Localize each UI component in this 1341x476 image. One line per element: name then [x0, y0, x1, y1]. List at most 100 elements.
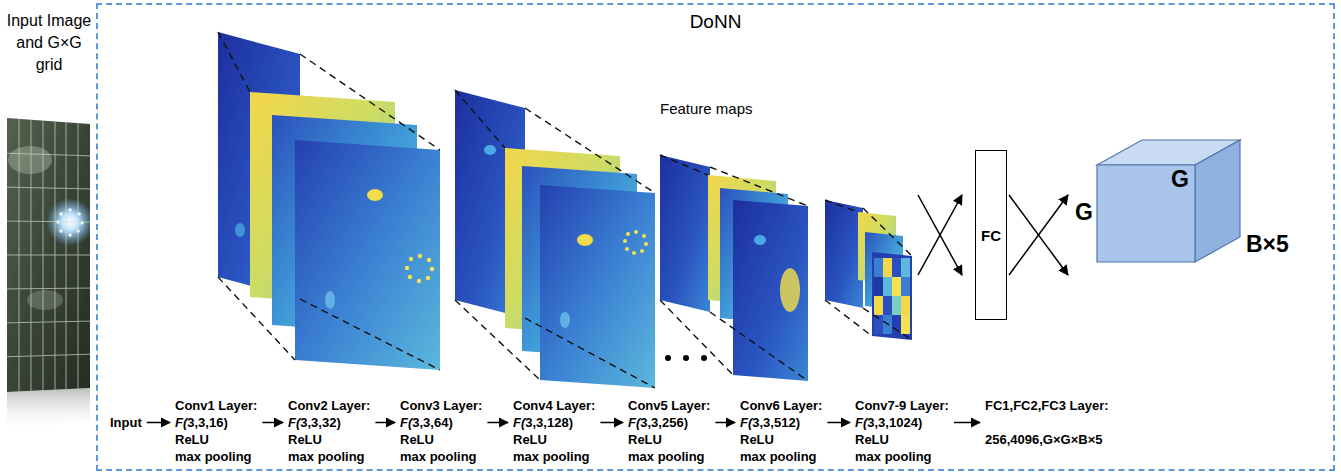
node-text: max pooling [628, 448, 710, 465]
feature-map-stack-4 [863, 208, 912, 256]
feature-map-stack-1 [367, 189, 383, 201]
feature-map-stack-1 [418, 254, 422, 258]
feature-map-stack-4 [901, 296, 910, 315]
input-image [56, 208, 84, 237]
feature-map-stack-3 [710, 312, 808, 381]
conv-layer-spec: Conv2 Layer:F(3,3,32)ReLUmax pooling [288, 397, 370, 465]
input-image [59, 229, 63, 233]
input-image [0, 288, 95, 289]
cube-side-face [1195, 140, 1240, 262]
node-text: 256,4096,G×G×B×5 [985, 431, 1109, 448]
feature-map-stack-4 [874, 296, 883, 315]
node-text: ReLU [513, 431, 595, 448]
node-text: Conv5 Layer: [628, 397, 710, 414]
node-text: FC1,FC2,FC3 Layer: [985, 397, 1109, 414]
feature-map-stack-1 [430, 267, 434, 271]
node-text: max pooling [513, 448, 595, 465]
input-image [0, 321, 95, 323]
ellipsis-dots [665, 355, 671, 361]
full-connection-symbol [918, 195, 962, 275]
flow-arrow [715, 422, 735, 423]
node-text: Input [110, 414, 142, 431]
node-text: max pooling [288, 448, 370, 465]
feature-map-stack-1 [295, 140, 440, 370]
feature-map-stack-1 [235, 223, 245, 237]
feature-map-stack-4 [825, 200, 863, 308]
flow-arrow [827, 422, 850, 423]
feature-map-stack-1 [408, 275, 412, 279]
flow-arrow [147, 422, 170, 423]
feature-map-stack-1 [417, 279, 421, 283]
feature-map-stack-4 [872, 252, 912, 340]
node-text: F(3,3,512) [740, 414, 822, 431]
feature-map-stack-4 [901, 277, 910, 296]
connector-line [954, 422, 980, 424]
feature-map-stack-2 [634, 230, 638, 234]
input-image [7, 388, 90, 432]
node-text: F(3,3,64) [400, 414, 482, 431]
input-image [0, 354, 95, 357]
feature-map-stack-4 [825, 200, 912, 340]
node-text: DoNN [98, 5, 1333, 33]
node-text: max pooling [400, 448, 482, 465]
conv-layer-spec: Conv5 Layer:F(3,3,256)ReLUmax pooling [628, 397, 710, 465]
node-text: max pooling [855, 448, 949, 465]
network-frame: DoNNFCGGB×5InputConv1 Layer:F(3,3,16)ReL… [96, 3, 1335, 471]
feature-map-stack-4 [863, 308, 912, 340]
input-image [8, 146, 52, 174]
feature-map-stack-3 [780, 268, 800, 312]
flow-arrow [375, 422, 395, 423]
conv-layer-spec: Conv7-9 Layer:F(3,3,1024)ReLUmax pooling [855, 397, 949, 465]
ellipsis-dots [683, 355, 689, 361]
node-text: F(3,3,16) [175, 414, 257, 431]
input-caption: Input Image and G×G grid [2, 10, 96, 76]
input-image [27, 290, 63, 310]
feature-map-stack-4 [825, 200, 912, 340]
feature-map-stack-2 [525, 108, 655, 193]
fc-layer-spec: FC1,FC2,FC3 Layer: 256,4096,G×G×B×5 [985, 397, 1109, 448]
feature-map-stack-2 [642, 234, 646, 238]
feature-map-stack-2 [455, 90, 655, 388]
input-image [0, 255, 95, 256]
feature-map-stack-1 [218, 32, 440, 370]
connector-line [715, 422, 735, 424]
feature-map-stack-3 [710, 167, 808, 206]
full-connection-symbol [918, 195, 962, 275]
feature-map-stack-2 [484, 145, 496, 155]
feature-map-stack-2 [632, 251, 636, 255]
node-text: FC [981, 227, 1001, 244]
feature-map-stack-3 [660, 300, 733, 375]
feature-map-stack-2 [455, 300, 540, 380]
flow-arrow [954, 422, 980, 423]
feature-map-stack-1 [300, 54, 440, 150]
input-image [0, 221, 95, 222]
full-connection-symbol [918, 195, 962, 275]
flow-arrow [487, 422, 508, 423]
feature-map-stack-2 [455, 90, 655, 388]
node-text: ReLU [175, 431, 257, 448]
connector-line [600, 422, 623, 424]
feature-map-stack-1 [218, 32, 440, 370]
ellipsis-dots [701, 355, 707, 361]
connector-line [1009, 195, 1068, 275]
feature-map-stack-4 [874, 258, 883, 277]
feature-map-stack-3 [660, 155, 808, 381]
node-text: Conv4 Layer: [513, 397, 595, 414]
node-text: Conv6 Layer: [740, 397, 822, 414]
input-image [68, 233, 72, 237]
node-text: G [1171, 168, 1189, 191]
feature-map-stack-1 [218, 277, 295, 360]
node-text: ReLU [855, 431, 949, 448]
full-connection-arrow [1009, 195, 1068, 275]
node-text: max pooling [740, 448, 822, 465]
feature-map-stack-2 [623, 230, 648, 255]
node-text: ReLU [400, 431, 482, 448]
input-image [68, 208, 72, 212]
feature-map-stack-2 [644, 242, 648, 246]
node-text: F(3,3,32) [288, 414, 370, 431]
feature-map-stack-4 [825, 200, 858, 212]
input-image [59, 212, 63, 216]
flow-arrow [262, 422, 283, 423]
feature-map-stack-4 [874, 258, 910, 334]
feature-map-stack-4 [883, 277, 892, 296]
